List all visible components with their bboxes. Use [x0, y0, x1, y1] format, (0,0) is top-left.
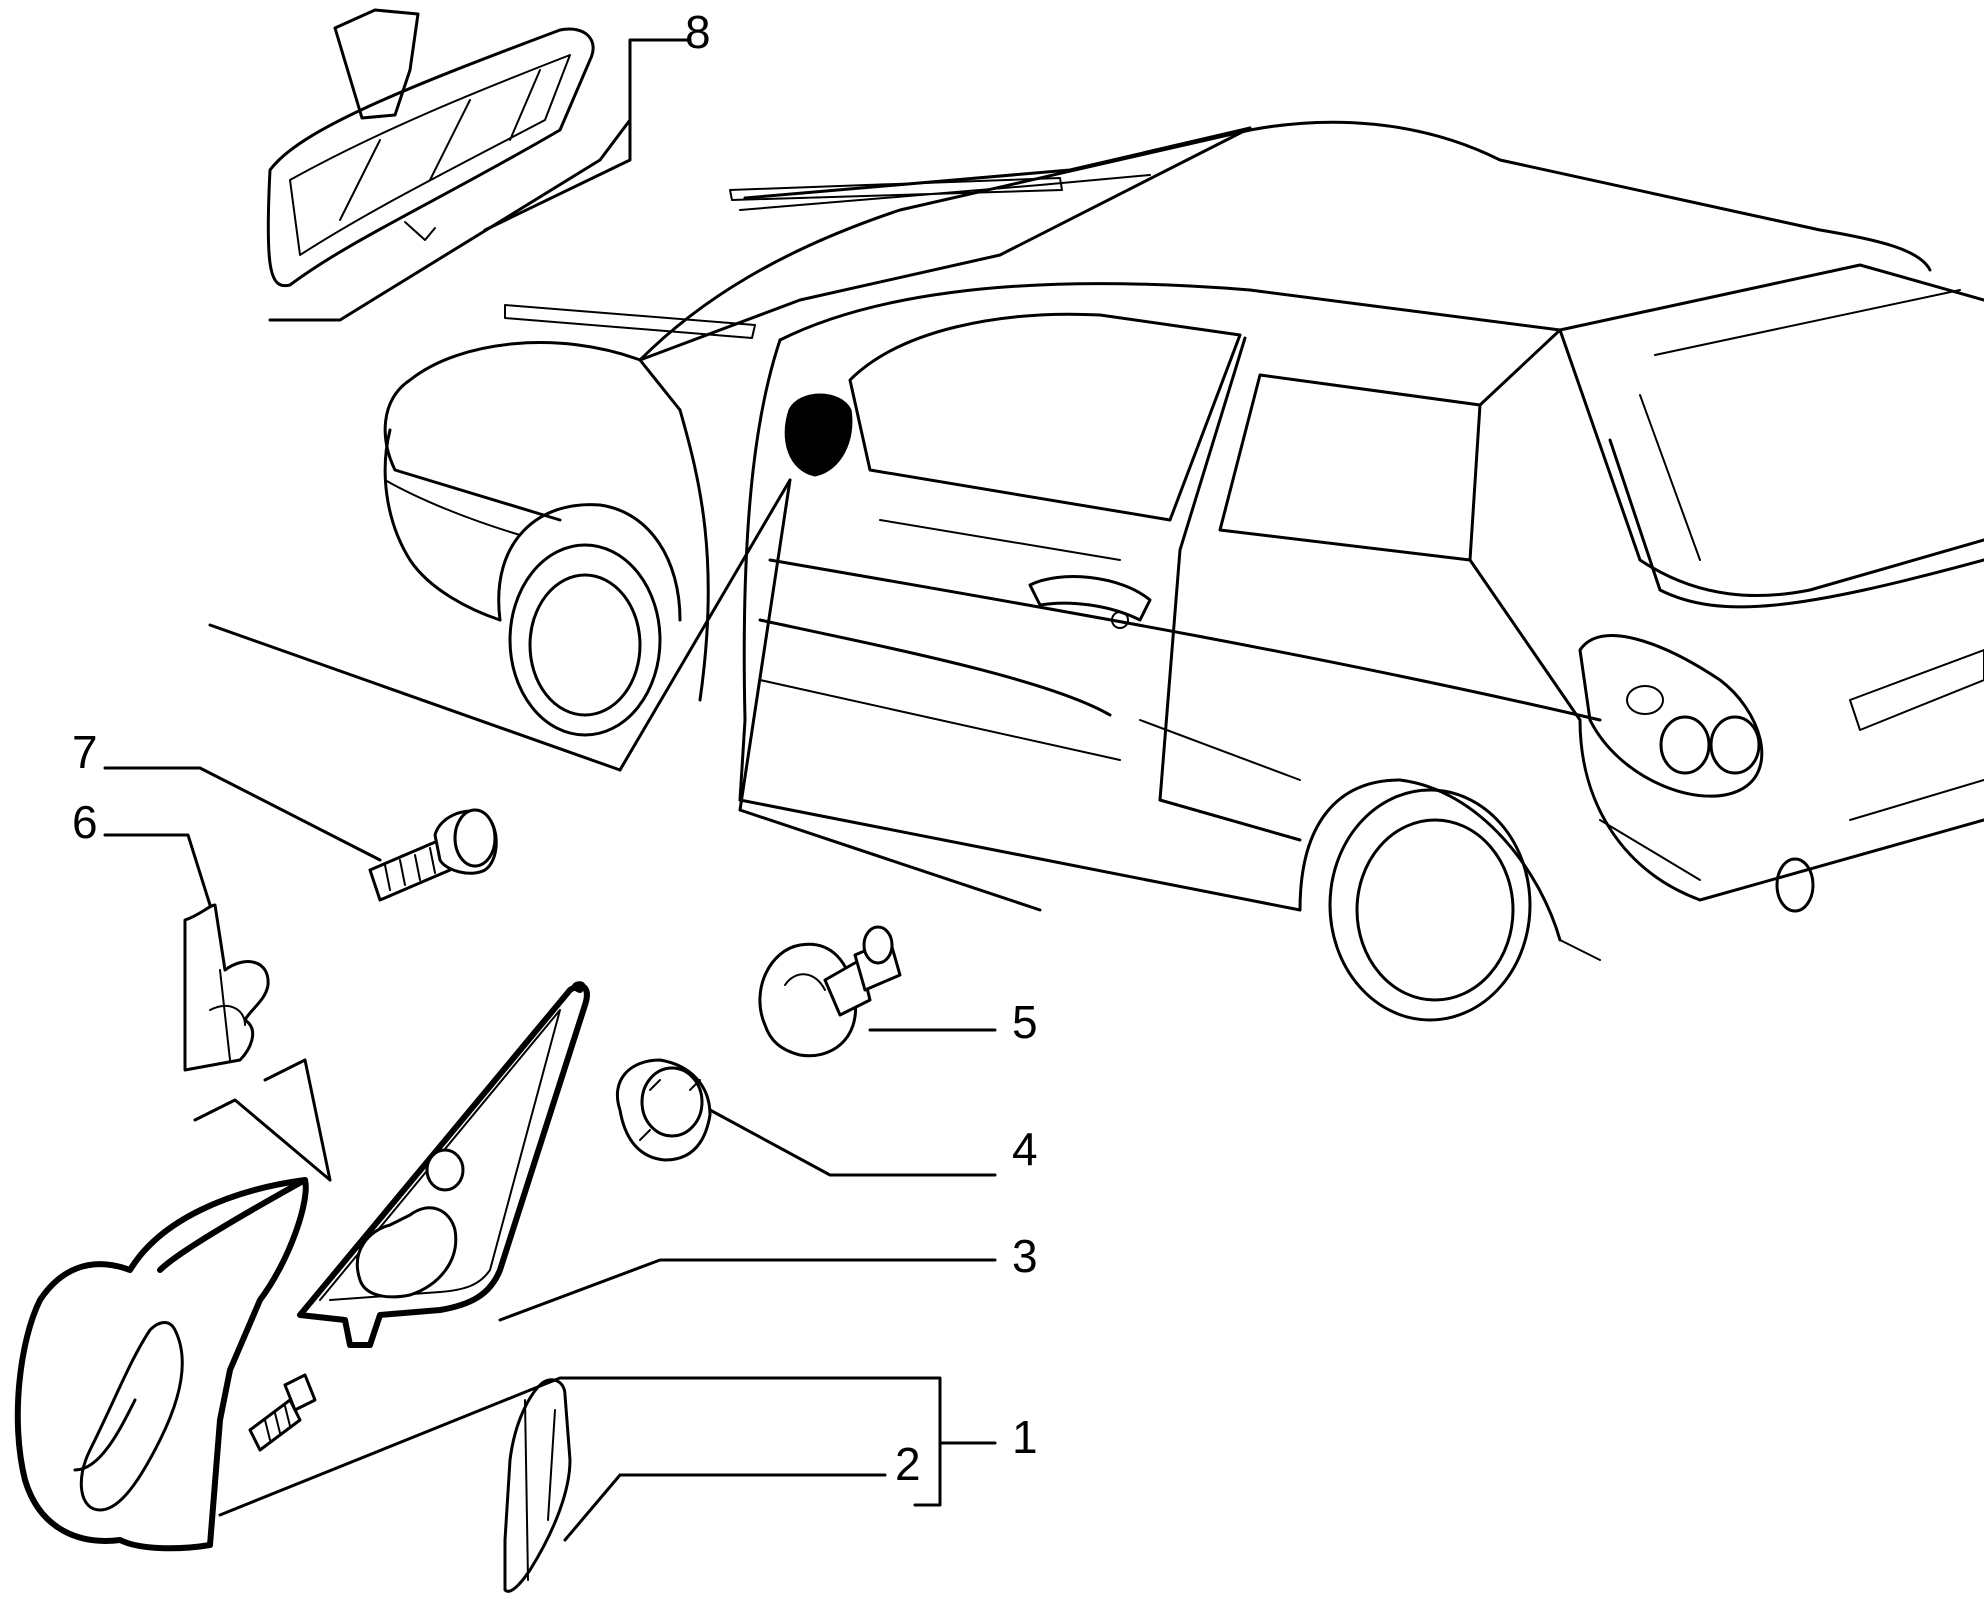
- callout-7: 7: [72, 726, 98, 778]
- callout-4-leader: [708, 1108, 997, 1177]
- trim-piece: [183, 903, 270, 1072]
- mirror-glass: [503, 1378, 572, 1593]
- callout-8-leader: [268, 38, 692, 322]
- ring-part: [615, 1058, 712, 1162]
- callout-7-leader: [103, 766, 382, 862]
- callout-6-leader: [103, 833, 212, 907]
- car-side-mirror-icon: [784, 393, 853, 477]
- callout-1: 1: [1012, 1411, 1038, 1463]
- exploded-guides: [193, 1058, 332, 1182]
- callout-8: 8: [685, 6, 711, 58]
- rear-view-mirror: [266, 8, 595, 288]
- car-illustration: [383, 120, 1984, 1022]
- callout-5: 5: [1012, 996, 1038, 1048]
- reference-lines: [208, 478, 1042, 912]
- callout-2: 2: [895, 1438, 921, 1490]
- callout-1-2-leaders: [218, 1376, 997, 1542]
- screw-part: [368, 808, 498, 902]
- callout-4: 4: [1012, 1123, 1038, 1175]
- exterior-mirror-housing: [14, 1177, 317, 1552]
- callout-6: 6: [72, 796, 98, 848]
- callout-3: 3: [1012, 1230, 1038, 1282]
- callout-3-leader: [498, 1258, 997, 1322]
- mirror-mount-plate: [297, 981, 590, 1348]
- actuator-part: [758, 925, 902, 1058]
